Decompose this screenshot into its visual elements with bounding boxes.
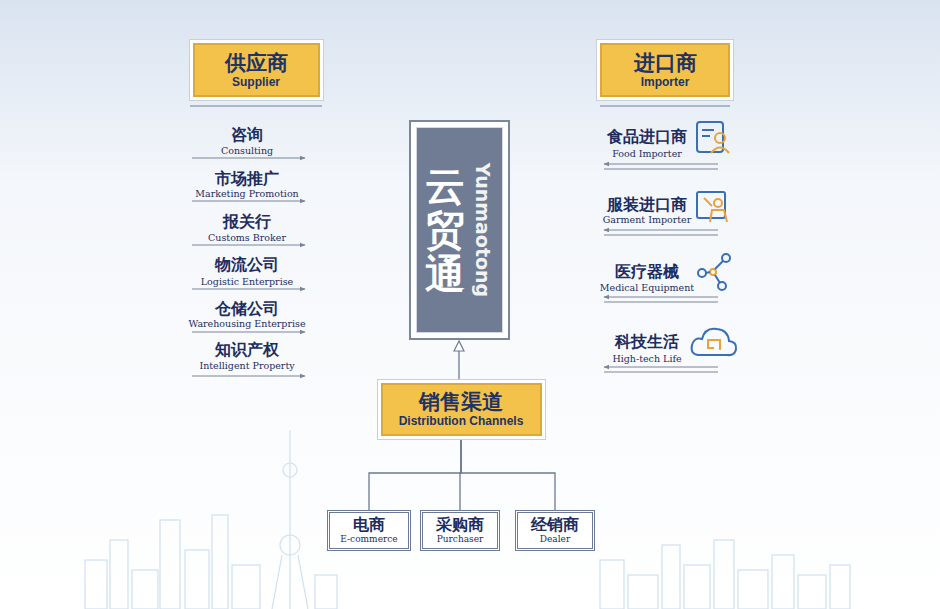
importer-icons xyxy=(692,122,737,355)
item-label-en: Consulting xyxy=(221,145,273,156)
channel-leaf-box: 采购商Purchaser xyxy=(420,510,500,551)
item-label: 报关行 xyxy=(223,212,271,233)
item-label: 市场推广 xyxy=(215,169,279,190)
channel-box: 销售渠道Distribution Channels xyxy=(381,383,542,436)
item-label: 医疗器械 xyxy=(615,262,679,283)
skyline xyxy=(85,430,850,609)
connector xyxy=(369,436,461,510)
node-title: 销售渠道 xyxy=(419,390,503,414)
channel-leaf-box: 电商E-commerce xyxy=(327,510,411,551)
platform-box: 云贸通 Yunmaotong xyxy=(409,120,510,340)
header-rules xyxy=(190,105,730,107)
header-box: 进口商Importer xyxy=(600,43,730,97)
item-label: 科技生活 xyxy=(615,332,679,353)
node-title: 电商 xyxy=(353,516,385,534)
connector xyxy=(458,346,459,383)
node-subtitle: Importer xyxy=(641,75,690,89)
item-label-en: Food Importer xyxy=(612,148,682,159)
importer-arrows xyxy=(604,164,718,372)
item-label: 物流公司 xyxy=(215,255,279,276)
food-icon xyxy=(697,122,729,153)
item-label-en: Medical Equipment xyxy=(600,282,694,293)
item-label-en: Customs Broker xyxy=(208,232,286,243)
cloud-icon xyxy=(692,329,737,355)
supplier-arrows xyxy=(192,158,305,376)
item-label-en: Intelligent Property xyxy=(199,360,294,371)
garment-icon xyxy=(697,192,727,222)
item-label: 咨询 xyxy=(231,125,263,146)
node-subtitle: Purchaser xyxy=(437,534,484,545)
item-label-en: Garment Importer xyxy=(603,214,691,225)
item-label: 仓储公司 xyxy=(215,299,279,320)
header-box: 供应商Supplier xyxy=(193,43,320,97)
node-subtitle: Distribution Channels xyxy=(399,414,524,428)
item-label-en: Warehousing Enterprise xyxy=(188,318,305,329)
item-label: 知识产权 xyxy=(215,340,279,361)
item-label-en: Marketing Promotion xyxy=(195,188,298,199)
node-title: 云贸通 xyxy=(425,164,465,296)
node-subtitle: E-commerce xyxy=(340,534,397,545)
node-title: 采购商 xyxy=(436,516,484,534)
node-subtitle: Supplier xyxy=(232,75,280,89)
node-title: 经销商 xyxy=(531,516,579,534)
item-label: 食品进口商 xyxy=(607,127,687,148)
connector xyxy=(461,436,555,510)
medical-icon xyxy=(698,254,730,290)
item-label-en: Logistic Enterprise xyxy=(201,276,293,287)
channel-leaf-box: 经销商Dealer xyxy=(515,510,595,551)
node-subtitle: Dealer xyxy=(540,534,570,545)
node-title: 进口商 xyxy=(634,51,697,75)
node-subtitle: Yunmaotong xyxy=(472,163,494,297)
item-label: 服装进口商 xyxy=(607,195,687,216)
item-label-en: High-tech Life xyxy=(612,353,681,364)
node-title: 供应商 xyxy=(225,51,288,75)
